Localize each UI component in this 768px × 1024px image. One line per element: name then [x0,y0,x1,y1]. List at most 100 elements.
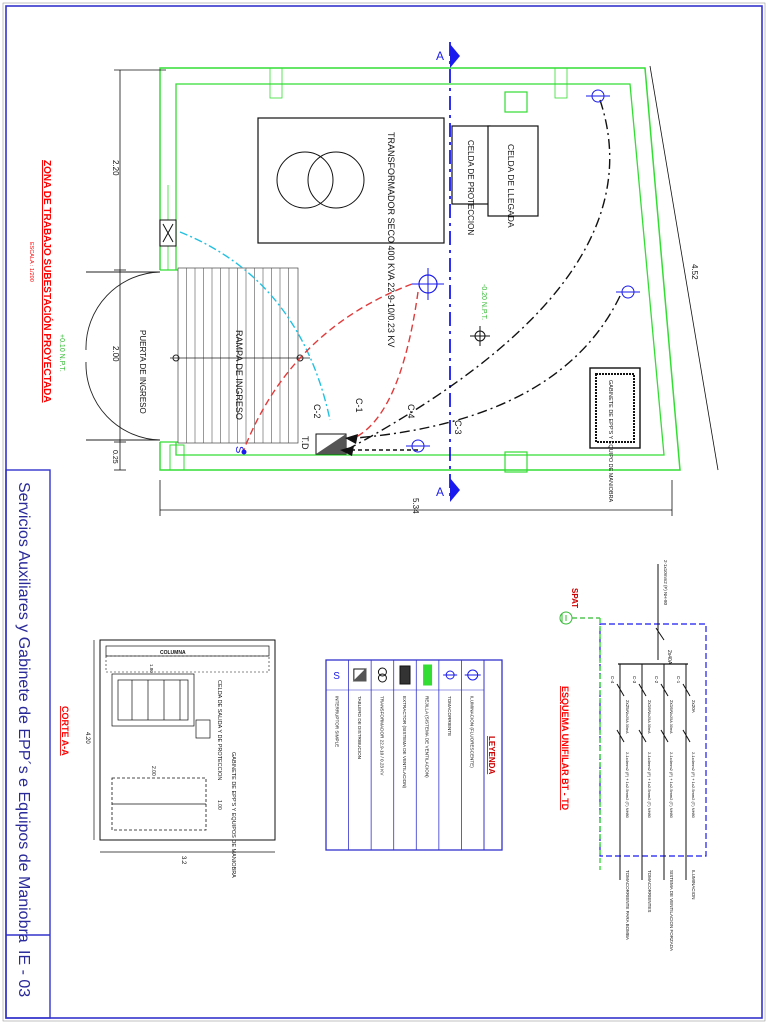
legend-item-board: TABLERO DE DISTRIBUCION [348,660,372,850]
svg-text:2x40A: 2x40A [666,650,672,665]
svg-text:T.D: T.D [300,436,310,450]
section-axis: A A [436,42,460,502]
legend-item-text: INTERRUPTOR SIMPLE [334,696,339,747]
circuit-cable: 2-1x4mm2 (F) + 1x2.5mm2 (T) NH80 [691,752,696,819]
cell-arrival: CELDA DE LLEGADA [487,125,539,228]
legend-item-switch: S INTERRUPTOR SIMPLE [325,660,349,850]
circuit-load: TOMACORRIENTES [647,870,652,912]
circuit-id: C-2 [654,676,659,684]
plan-title: ZONA DE TRABAJO SUBESTACIÓN PROYECTADA [41,160,54,403]
extractor-icon [399,665,411,685]
legend-item-extractor: EXTRACTOR (SISTEMA DE VENTILACION) [393,660,417,850]
transformer: TRANSFORMADOR SECO 400 KVA 22.9-10/0.23 … [257,117,445,347]
circuit-label-c1: C-1 [354,398,364,413]
legend-item-fluorescent: ILUMINACION (FLUORESCENTE) [461,660,484,850]
svg-text:5.34: 5.34 [411,498,420,514]
svg-text:CELDA DE LLEGADA: CELDA DE LLEGADA [506,144,516,228]
plan-view: ZONA DE TRABAJO SUBESTACIÓN PROYECTADA E… [28,42,719,516]
unifilar-circuit-c-2: C-2 2x16A 2-1x4mm2 (F) + 1x2.5mm2 (T) NH80… [654,664,674,951]
svg-text:GABINETE DE EPP'S Y EQUIPO DE: GABINETE DE EPP'S Y EQUIPO DE MANIOBRA [607,380,613,503]
circuit-load: SISTEMA DE VENTILACION FORZADA [669,870,674,951]
legend-item-text: ILUMINACION (FLUORESCENTE) [470,696,475,768]
fluorescent-icon [464,669,481,681]
legend-item-grid: REJILLA (SISTEMA DE VENTILACION) [415,660,439,850]
unifilar-circuit-c-1: C-1 2x20A 2-1x4mm2 (F) + 1x2.5mm2 (T) NH80… [676,664,696,900]
svg-text:1.00: 1.00 [216,800,222,810]
circuit-wiring [179,99,621,453]
title-block: Servicios Auxiliares y Gabinete de EPP´s… [5,469,51,1019]
diff-breaker-label: 2x25A 30mA [647,712,651,734]
legend-title: LEYENDA [487,736,496,774]
legend-item-text: TRANSFORMADOR 22.9-10 / 0.23 KV [379,696,384,776]
transformer-icon [377,667,387,683]
circuit-breaker: 2x16A [647,700,652,713]
legend-item-text: EXTRACTOR (SISTEMA DE VENTILACION) [402,696,407,789]
legend-item-text: TABLERO DE DISTRIBUCION [357,696,362,759]
level-inside: -0.20 N.P.T. [480,284,487,320]
svg-text:4.52: 4.52 [690,264,699,280]
svg-text:COLUMNA: COLUMNA [160,650,186,656]
circuit-id: C-3 [632,676,637,684]
sheet-title: Servicios Auxiliares y Gabinete de EPP´s… [15,482,32,943]
circuit-breaker: 2x16A [669,700,674,713]
legend-item-transformer: TRANSFORMADOR 22.9-10 / 0.23 KV [370,660,394,850]
circuit-label-c4: C-4 [406,404,416,419]
level-outside: +0.10 N.P.T. [58,334,65,372]
door-label: PUERTA DE INGRESO [138,330,147,414]
legend-item-text: REJILLA (SISTEMA DE VENTILACION) [425,696,430,778]
distribution-board: T.D [300,433,347,455]
switch-symbol: S [233,446,245,453]
svg-text:3.2: 3.2 [180,856,186,865]
unifilar-circuit-c-3: C-3 2x16A 2-1x4mm2 (F) + 1x2.5mm2 (T) NH80… [632,664,652,912]
circuit-cable: 2-1x4mm2 (F) + 1x2.5mm2 (T) NH80 [625,752,630,819]
circuit-load: TOMACORRIENTE PARA BOMBA [625,870,630,940]
dimension-lines [114,65,719,516]
spat-label: SPAT [570,588,579,608]
switch-icon: S [333,671,340,682]
circuit-id: C-1 [676,676,681,684]
diff-breaker-label: 2x25A 30mA [625,712,629,734]
circuit-cable: 2-1x4mm2 (F) + 1x2.5mm2 (T) NH80 [647,752,652,819]
circuit-load: ILUMINACION [691,870,696,900]
svg-text:GABINETE DE EPP'S Y EQUIPOS DE: GABINETE DE EPP'S Y EQUIPOS DE MANIOBRA [230,752,236,878]
svg-text:A: A [436,485,444,499]
svg-text:2.00: 2.00 [150,766,156,776]
svg-text:2.00: 2.00 [111,346,120,362]
extractor-icon [159,219,177,247]
grid-icon [423,664,433,686]
cell-protection: CELDA DE PROTECCION [451,125,491,235]
section-cabinet [111,777,207,831]
unifilar-circuit-c-4: C-4 2x25A 2-1x4mm2 (F) + 1x2.5mm2 (T) NH80… [610,664,630,940]
section-view: CORTE A-A COLUMNA CELDA DE SALIDA Y DE P… [60,639,276,878]
fluorescent-light [412,268,444,300]
legend: LEYENDA ILUMINACION (FLUORESCENTE) TOMACO… [325,659,503,851]
sheet-code: IE - 03 [15,950,32,997]
diff-breaker-label: 2x25A 30mA [669,712,673,734]
board-icon [352,667,367,682]
circuit-breaker: 2x25A [625,700,630,713]
section-title: CORTE A-A [60,706,70,756]
plan-scale: ESCALA : 1/200 [28,242,34,282]
svg-text:2.20: 2.20 [111,160,120,176]
svg-text:S: S [333,671,340,682]
section-cells [111,673,211,739]
svg-text:1.80: 1.80 [149,664,154,673]
svg-text:CELDA DE PROTECCION: CELDA DE PROTECCION [466,140,475,235]
circuit-id: C-4 [610,676,615,684]
svg-text:4.20: 4.20 [84,732,90,744]
unifilar-title: ESQUEMA UNIFILAR BT - TD [560,686,570,811]
circuit-label-c3: C-3 [453,420,463,435]
circuit-breaker: 2x20A [691,700,696,713]
door [85,271,161,441]
svg-text:CELDA DE SALIDA Y DE PROTECCIO: CELDA DE SALIDA Y DE PROTECCION [216,680,222,780]
circuit-label-c2: C-2 [312,404,322,419]
legend-item-text: TOMACORRIENTE [447,696,452,736]
svg-text:0.25: 0.25 [111,450,118,464]
unifilar-diagram: ESQUEMA UNIFILAR BT - TD SPAT 2-1x10mm2 … [559,560,707,951]
epp-cabinet: GABINETE DE EPP'S Y EQUIPO DE MANIOBRA [589,367,641,503]
ramp-label: RAMPA DE INGRESO [234,330,244,420]
circuit-cable: 2-1x4mm2 (F) + 1x2.5mm2 (T) NH80 [669,752,674,819]
outlet-icon [406,89,640,453]
legend-item-outlet: TOMACORRIENTE [438,660,462,850]
